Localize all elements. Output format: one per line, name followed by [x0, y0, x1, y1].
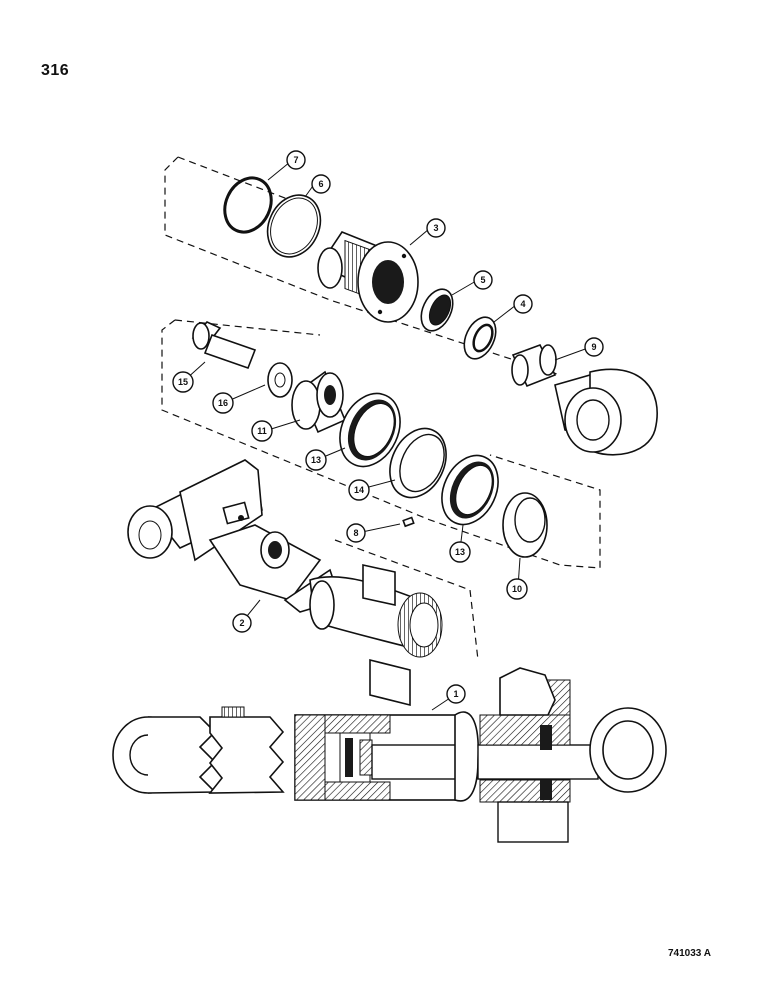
callout-13-upper: 13 — [305, 449, 327, 471]
callout-label: 6 — [318, 179, 323, 189]
callout-label: 14 — [354, 485, 364, 495]
callout-2: 2 — [232, 613, 252, 633]
washer-part — [267, 362, 293, 398]
backup-ring-part — [266, 194, 322, 258]
callout-5: 5 — [473, 270, 493, 290]
callout-8: 8 — [346, 523, 366, 543]
callout-14: 14 — [348, 479, 370, 501]
callout-label: 1 — [453, 689, 458, 699]
piston-seal-part-upper — [339, 392, 401, 468]
callout-7: 7 — [286, 150, 306, 170]
callout-10: 10 — [506, 578, 528, 600]
bushing-part — [511, 344, 557, 388]
callout-1: 1 — [446, 684, 466, 704]
bolt-part — [191, 321, 257, 370]
drawing-reference-code: 741033 A — [668, 948, 711, 959]
cylinder-assembly-cutaway — [112, 667, 667, 843]
piston-seal-part-lower — [441, 454, 499, 526]
piston-part — [502, 492, 548, 558]
callout-6: 6 — [311, 174, 331, 194]
callout-label: 15 — [178, 377, 188, 387]
callout-label: 10 — [512, 584, 522, 594]
page-number: 316 — [41, 62, 70, 79]
gland-head-part — [317, 231, 419, 323]
wear-ring-part — [389, 427, 447, 499]
set-screw-part — [402, 516, 415, 528]
callout-16: 16 — [212, 392, 234, 414]
wiper-seal-part — [420, 288, 454, 332]
piston-nut-part — [291, 370, 347, 434]
callout-label: 3 — [433, 223, 438, 233]
callout-3: 3 — [426, 218, 446, 238]
callout-13-lower: 13 — [449, 541, 471, 563]
callout-label: 2 — [239, 618, 244, 628]
callout-label: 11 — [257, 426, 267, 436]
o-ring-part — [223, 176, 273, 234]
callout-9: 9 — [584, 337, 604, 357]
callout-label: 13 — [455, 547, 465, 557]
cylinder-tube-part — [127, 459, 443, 707]
rod-seal-part — [463, 316, 497, 360]
callout-4: 4 — [513, 294, 533, 314]
callout-label: 5 — [480, 275, 485, 285]
callout-label: 4 — [520, 299, 525, 309]
callout-label: 16 — [218, 398, 228, 408]
callout-label: 8 — [353, 528, 358, 538]
callout-15: 15 — [172, 371, 194, 393]
rod-eye-part — [554, 368, 658, 456]
callout-11: 11 — [251, 420, 273, 442]
callout-label: 7 — [293, 155, 298, 165]
callout-label: 9 — [591, 342, 596, 352]
callout-label: 13 — [311, 455, 321, 465]
